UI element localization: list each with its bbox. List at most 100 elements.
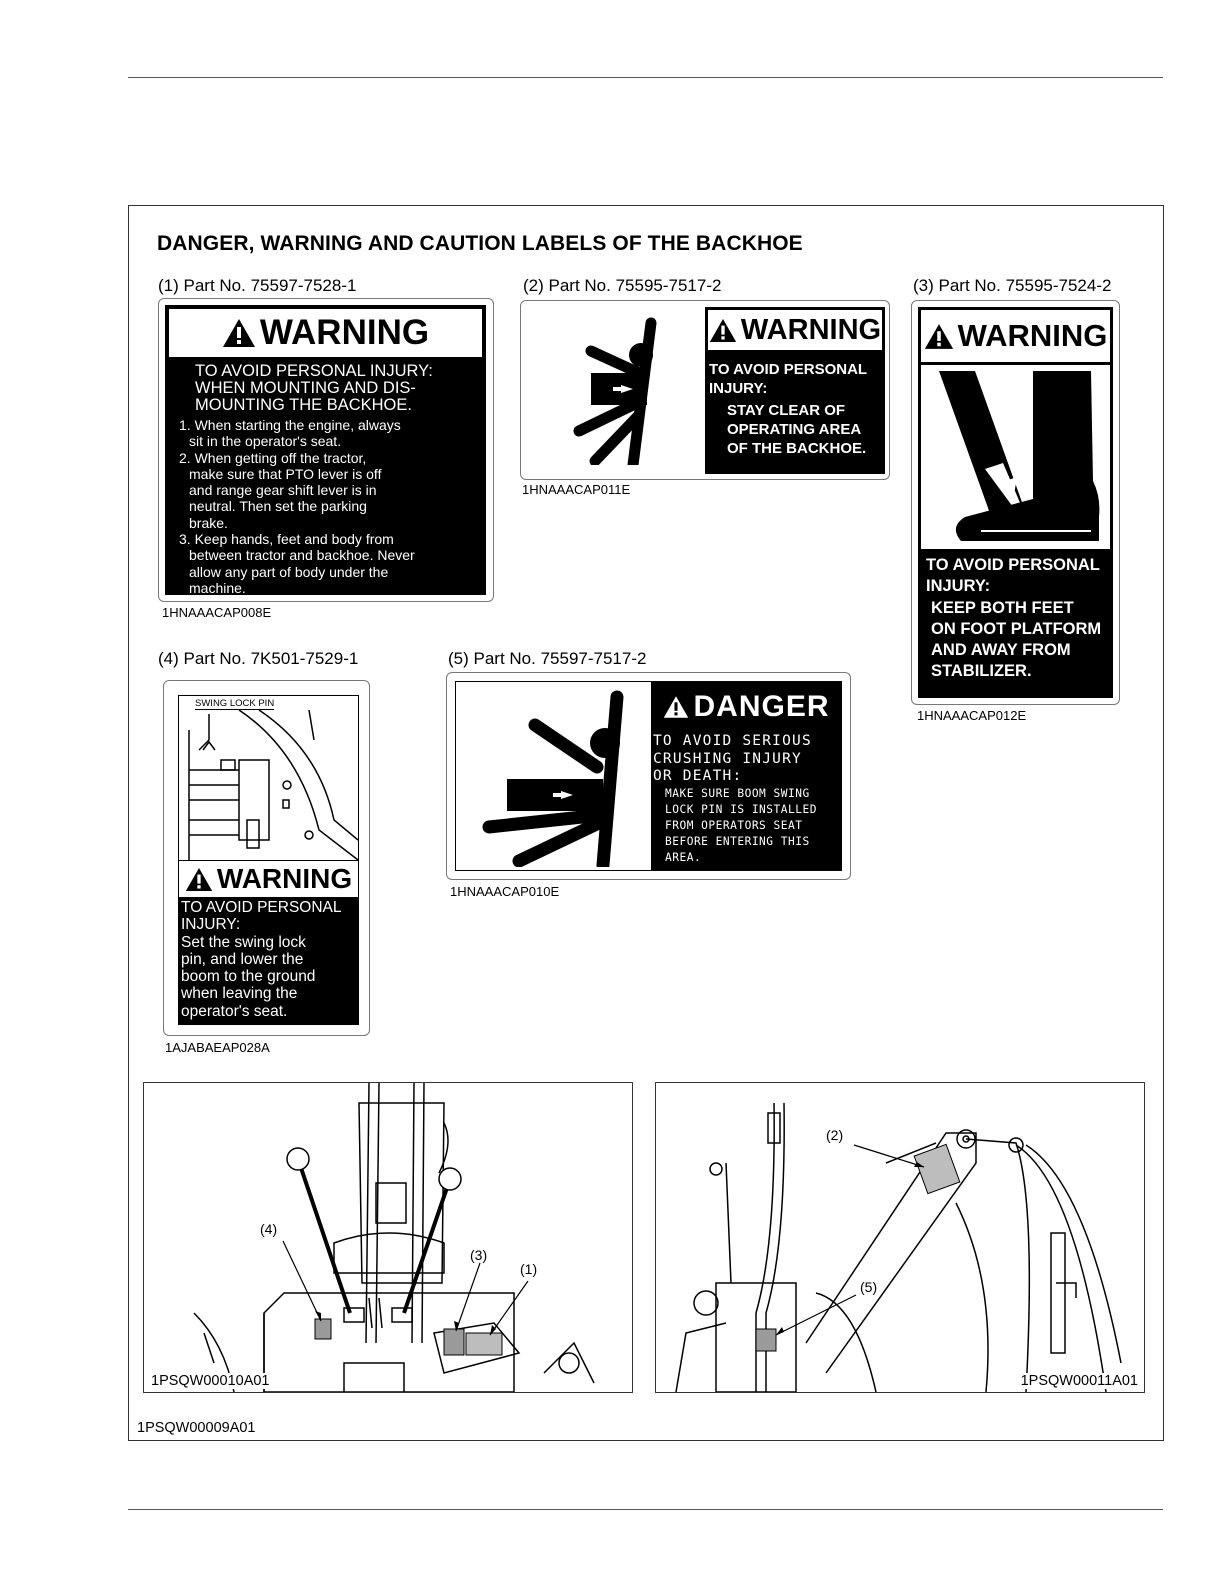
label-5-lead-line: TO AVOID SERIOUS [653,733,812,749]
label-5-part-number: (5) Part No. 75597-7517-2 [448,649,647,668]
foot-hazard-pictogram [921,365,1110,549]
label-5-code: 1HNAAACAP010E [450,884,560,899]
label-3-lead-line: INJURY: [926,577,991,595]
label-4-caption: SWING LOCK PIN [195,698,275,710]
label-2-panel: WARNING TO AVOID PERSONAL INJURY: STAY C… [705,307,885,474]
label-5-lead-line: OR DEATH: [653,768,743,784]
label-2-item-line: OF THE BACKHOE. [727,440,867,457]
label-5-lead-line: CRUSHING INJURY [653,750,802,767]
label-3-panel: WARNING TO AVOID PERSONAL INJURY: KEEP B… [918,307,1113,698]
swing-lock-pin-drawing: SWING LOCK PIN [178,695,359,861]
label-5-item-line: FROM OPERATORS SEAT [665,819,803,832]
label-4-lead-line: INJURY: [181,916,241,934]
figure-left: (4) (3) (1) 1PSQW00010A01 [143,1082,633,1393]
label-4-item-line: boom to the ground [181,968,316,986]
label-2-items: STAY CLEAR OF OPERATING AREA OF THE BACK… [727,401,866,458]
label-1-item-line: between tractor and backhoe. Never [189,547,415,564]
label-4-text: TO AVOID PERSONAL INJURY: Set the swing … [181,899,342,1020]
callout-2: (2) [826,1127,844,1143]
label-2-code: 1HNAAACAP011E [522,482,631,497]
label-4-header-text: WARNING [216,863,353,894]
label-4-item-line: Set the swing lock [181,933,306,951]
label-4-header: WARNING [178,861,359,897]
label-3-header: WARNING [921,310,1110,362]
label-4-item-line: operator's seat. [181,1002,288,1020]
warning-triangle-icon [924,323,953,349]
header-rule [128,77,1163,78]
label-3-code: 1HNAAACAP012E [917,708,1027,723]
figure-right: (2) (5) 1PSQW00011A01 [655,1082,1145,1393]
label-1-item-line: allow any part of body under the [189,563,389,580]
label-5-card: DANGER TO AVOID SERIOUS CRUSHING INJURY … [446,672,851,880]
label-3-item-line: ON FOOT PLATFORM [931,620,1102,638]
figure-right-code: 1PSQW00011A01 [1018,1373,1140,1389]
label-1-panel: WARNING TO AVOID PERSONAL INJURY: WHEN M… [165,305,486,596]
label-3-card: WARNING TO AVOID PERSONAL INJURY: KEEP B… [911,300,1120,705]
warning-triangle-icon [185,867,213,891]
label-1-lead: TO AVOID PERSONAL INJURY: WHEN MOUNTING … [195,363,433,414]
label-3-part-number: (3) Part No. 75595-7524-2 [913,276,1112,295]
label-2-lead-line: TO AVOID PERSONAL [709,361,868,378]
callout-3: (3) [470,1247,488,1263]
label-3-item-line: KEEP BOTH FEET [931,599,1074,617]
label-1-lead-line: MOUNTING THE BACKHOE. [195,396,412,414]
label-2-item-line: OPERATING AREA [727,421,862,438]
label-1-header: WARNING [169,309,482,357]
backhoe-boom-side-illustration [675,1102,1122,1392]
label-2-lead-line: INJURY: [709,380,768,397]
label-5-item-line: AREA. [665,851,702,864]
label-1-header-text: WARNING [259,313,430,352]
label-1-card: WARNING TO AVOID PERSONAL INJURY: WHEN M… [158,298,494,602]
callout-4: (4) [260,1221,278,1237]
label-4-lead-line: TO AVOID PERSONAL [181,899,342,916]
label-4-card: SWING LOCK PIN WARNING TO AVOID [163,680,370,1036]
label-2-card: WARNING TO AVOID PERSONAL INJURY: STAY C… [520,300,890,480]
label-5-header-text: DANGER [693,690,830,723]
label-1-items: 1. When starting the engine, always sit … [179,417,415,596]
label-5-item-line: MAKE SURE BOOM SWING [665,787,810,800]
label-2-item-line: STAY CLEAR OF [727,402,846,419]
label-1-code: 1HNAAACAP008E [162,605,272,620]
warning-triangle-icon [709,318,737,342]
label-1-part-number: (1) Part No. 75597-7528-1 [158,276,357,295]
danger-triangle-icon [664,696,689,718]
crush-hazard-pictogram [482,690,624,867]
label-3-items: KEEP BOTH FEET ON FOOT PLATFORM AND AWAY… [931,598,1101,682]
label-1-item-line: 2. When getting off the tractor, [179,449,367,466]
label-4-code: 1AJABAEAP028A [165,1040,270,1055]
label-3-lead: TO AVOID PERSONAL INJURY: [926,555,1100,597]
label-1-item-line: 3. Keep hands, feet and body from [179,531,394,548]
label-1-item-line: sit in the operator's seat. [189,433,342,450]
label-3-lead-line: TO AVOID PERSONAL [926,556,1100,574]
label-5-item-line: LOCK PIN IS INSTALLED [665,803,817,816]
warning-triangle-icon [222,319,255,347]
label-3-item-line: AND AWAY FROM [931,641,1071,659]
labels-frame [128,205,1164,1441]
label-5-panel: DANGER TO AVOID SERIOUS CRUSHING INJURY … [651,681,842,871]
page-title: DANGER, WARNING AND CAUTION LABELS OF TH… [157,232,803,255]
crush-hazard-pictogram [573,317,657,465]
label-2-part-number: (2) Part No. 75595-7517-2 [523,276,722,295]
label-1-lead-line: TO AVOID PERSONAL INJURY: [195,362,433,380]
label-4-item-line: when leaving the [181,985,298,1003]
label-1-item-line: neutral. Then set the parking [189,498,367,515]
figure-left-code: 1PSQW00010A01 [149,1373,272,1389]
label-1-item-line: 1. When starting the engine, always [179,417,401,433]
label-1-item-line: and range gear shift lever is in [189,482,377,499]
label-2-header: WARNING [708,310,882,350]
label-1-item-line: machine. [189,579,246,596]
label-5-header: DANGER [651,687,842,727]
label-1-item-line: brake. [189,514,228,531]
label-3-header-text: WARNING [957,318,1108,353]
callout-5: (5) [860,1279,878,1295]
swing-lock-pin-illustration [188,710,358,860]
label-3-item-line: STABILIZER. [931,662,1032,680]
label-4-item-line: pin, and lower the [181,950,304,968]
footer-rule [128,1509,1163,1510]
label-5-items: MAKE SURE BOOM SWING LOCK PIN IS INSTALL… [665,786,817,866]
label-5-lead: TO AVOID SERIOUS CRUSHING INJURY OR DEAT… [653,733,812,786]
backhoe-control-area-illustration [193,1083,595,1392]
label-2-lead: TO AVOID PERSONAL INJURY: [709,360,867,398]
label-4-panel: WARNING TO AVOID PERSONAL INJURY: Set th… [178,861,359,1025]
label-2-header-text: WARNING [740,313,882,346]
